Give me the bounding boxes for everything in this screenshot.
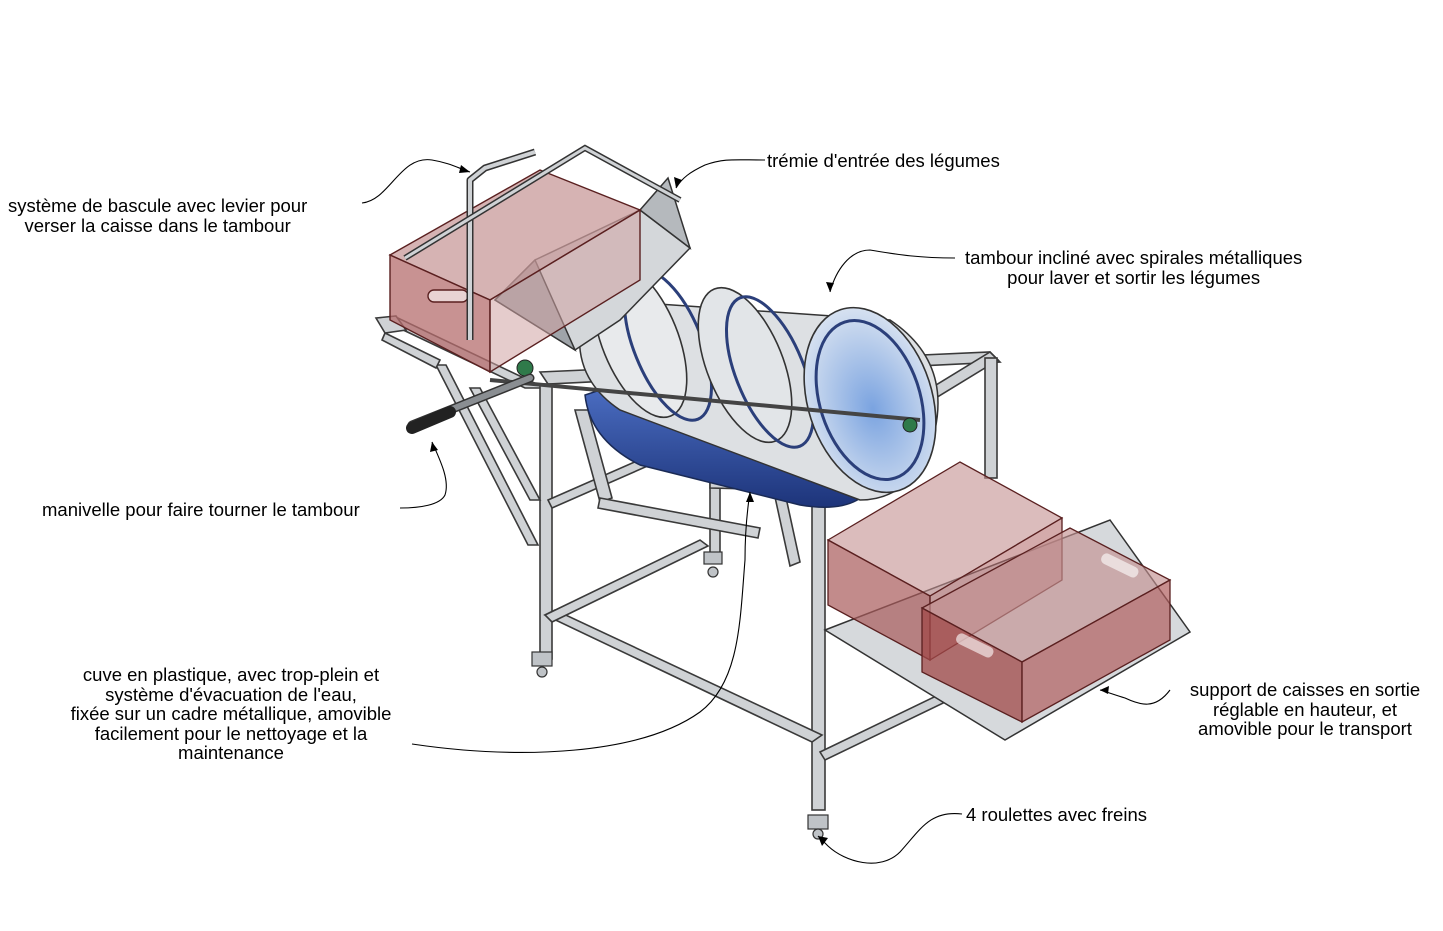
callout-drum-line-2: pour laver et sortir les légumes xyxy=(1007,266,1261,288)
crank-handle xyxy=(406,373,535,434)
callout-tank-line-5: maintenance xyxy=(178,742,284,763)
leader-tilt-system xyxy=(361,159,471,204)
callout-crate-support-line-1: support de caisses en sortie xyxy=(1189,679,1421,700)
leader-casters xyxy=(817,812,963,864)
callout-crate-support: support de caisses en sortie réglable en… xyxy=(1174,680,1436,739)
leader-hopper xyxy=(675,159,766,189)
leader-arrowheads xyxy=(430,165,1109,846)
callout-tank-line-1: cuve en plastique, avec trop-plein et xyxy=(82,664,380,685)
callout-casters: 4 roulettes avec freins xyxy=(966,805,1147,825)
callout-crate-support-line-2: réglable en hauteur, et xyxy=(1212,698,1398,720)
callout-drum: tambour incliné avec spirales métallique… xyxy=(965,248,1302,287)
callout-crank: manivelle pour faire tourner le tambour xyxy=(42,500,360,520)
callout-tank-line-2: système d'évacuation de l'eau, xyxy=(105,683,357,705)
leader-crank xyxy=(399,441,447,509)
callout-drum-line-1: tambour incliné avec spirales métallique… xyxy=(965,247,1303,268)
leader-lines xyxy=(361,159,1171,864)
leader-crate-support xyxy=(1099,689,1171,705)
callout-tilt-system: système de bascule avec levier pour vers… xyxy=(8,196,307,235)
leader-tank xyxy=(411,491,751,753)
callout-tank-line-4: facilement pour le nettoyage et la xyxy=(94,722,368,744)
callout-hopper: trémie d'entrée des légumes xyxy=(767,151,1000,171)
callout-tank: cuve en plastique, avec trop-plein et sy… xyxy=(52,665,410,763)
callout-tilt-system-line-2: verser la caisse dans le tambour xyxy=(24,214,291,236)
tilt-lever xyxy=(403,144,682,340)
callout-crate-support-line-3: amovible pour le transport xyxy=(1198,718,1412,739)
output-crate-support xyxy=(823,461,1192,741)
leader-drum xyxy=(829,249,956,293)
callout-crank-line-1: manivelle pour faire tourner le tambour xyxy=(42,499,360,520)
callout-casters-line-1: 4 roulettes avec freins xyxy=(966,804,1147,825)
input-crate xyxy=(388,169,642,374)
callout-tilt-system-line-1: système de bascule avec levier pour xyxy=(8,195,308,216)
callout-hopper-line-1: trémie d'entrée des légumes xyxy=(767,150,1000,171)
callout-tank-line-3: fixée sur un cadre métallique, amovible xyxy=(70,703,392,724)
casters xyxy=(531,551,829,840)
